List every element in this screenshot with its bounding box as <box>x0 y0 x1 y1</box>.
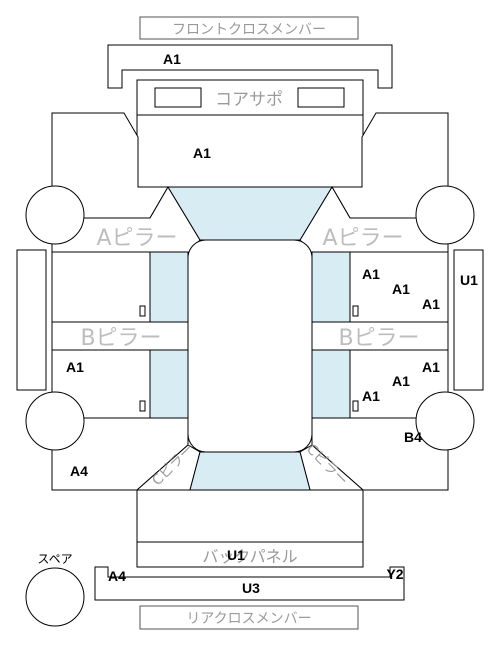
right-rear-wheel[interactable] <box>415 391 475 451</box>
rear-cross-member-label: リアクロスメンバー <box>186 611 311 627</box>
code-right-front-door-2: A1 <box>392 281 410 297</box>
left-b-pillar-label: Bピラー <box>80 326 161 351</box>
core-support-label: コアサポ <box>215 90 283 110</box>
front-bumper[interactable] <box>107 44 393 89</box>
left-rear-window[interactable] <box>149 349 189 419</box>
right-rocker-panel[interactable] <box>453 249 484 391</box>
windshield[interactable] <box>167 186 333 241</box>
code-right-front-door-3: A1 <box>422 296 440 312</box>
code-rear-left: A4 <box>108 568 126 584</box>
rear-cross-member-box <box>139 605 359 630</box>
right-rear-window[interactable] <box>311 349 351 419</box>
left-b-pillar[interactable] <box>51 321 191 351</box>
code-rear-right: Y2 <box>386 566 403 582</box>
right-front-door-handle <box>352 305 359 317</box>
front-cross-member-label: フロントクロスメンバー <box>172 22 326 38</box>
spare-label: スペア <box>37 552 72 566</box>
roof[interactable] <box>187 239 313 453</box>
front-cross-member-box <box>139 16 359 40</box>
code-right-rear-door-1: A1 <box>422 359 440 375</box>
code-right-u1: U1 <box>460 272 478 288</box>
left-rear-wheel[interactable] <box>25 391 85 451</box>
code-left-rear-fender: A4 <box>70 463 88 479</box>
right-b-pillar[interactable] <box>309 321 449 351</box>
hood[interactable] <box>136 114 364 188</box>
code-right-rear-fender: B4 <box>404 429 422 445</box>
spare-tire[interactable] <box>25 567 85 627</box>
left-headlight <box>154 87 202 108</box>
right-rear-door-handle <box>352 400 359 412</box>
right-a-pillar-label: Aピラー <box>322 226 403 251</box>
rear-bumper[interactable] <box>94 566 405 601</box>
trunk[interactable] <box>136 489 364 543</box>
back-panel-label: バックパネル <box>202 547 297 566</box>
core-support[interactable] <box>136 79 364 116</box>
right-front-wheel[interactable] <box>415 185 475 245</box>
left-front-wheel[interactable] <box>25 185 85 245</box>
right-b-pillar-label: Bピラー <box>338 326 419 351</box>
code-left-rear-door: A1 <box>66 359 84 375</box>
left-rear-door-handle <box>139 400 146 412</box>
code-right-rear-door-2: A1 <box>392 373 410 389</box>
code-rear-panel: U3 <box>242 580 260 596</box>
rear-window[interactable] <box>189 451 311 491</box>
code-back-panel: U1 <box>227 547 245 563</box>
left-front-window[interactable] <box>149 251 189 323</box>
left-a-pillar-label: Aピラー <box>96 226 177 251</box>
right-headlight <box>297 87 345 108</box>
code-front-cross-member: A1 <box>163 51 181 67</box>
left-rocker-panel[interactable] <box>16 249 47 391</box>
left-front-door-handle <box>139 305 146 317</box>
code-hood: A1 <box>193 145 211 161</box>
right-front-window[interactable] <box>311 251 351 323</box>
code-right-rear-door-3: A1 <box>362 388 380 404</box>
back-panel[interactable] <box>136 541 364 568</box>
code-right-front-door-1: A1 <box>362 266 380 282</box>
